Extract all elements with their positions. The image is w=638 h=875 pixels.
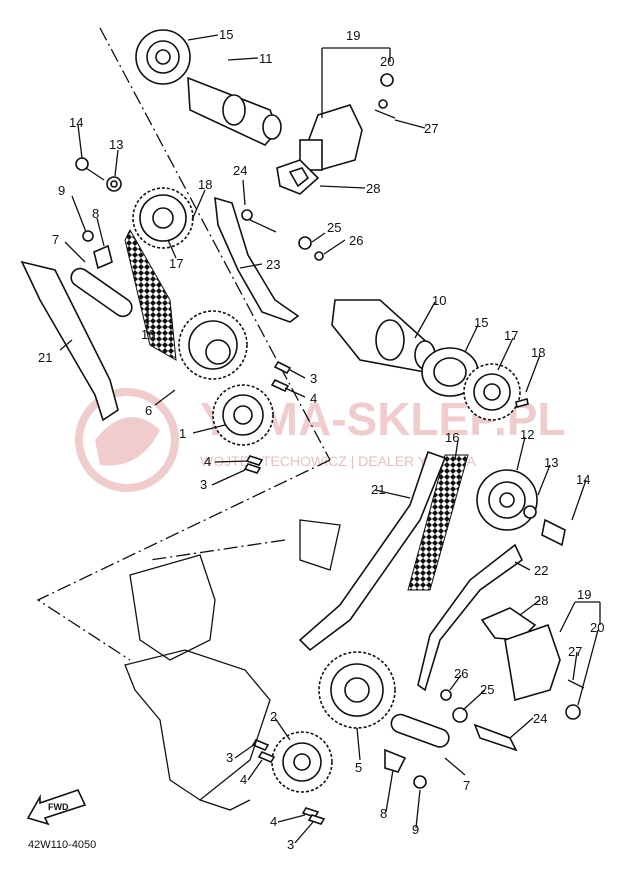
callout-22: 22 xyxy=(534,563,548,578)
callout-28: 28 xyxy=(366,181,380,196)
callout-23: 23 xyxy=(266,257,280,272)
idler-gear-lower xyxy=(251,731,333,825)
callout-21: 21 xyxy=(38,350,52,365)
callout-3: 3 xyxy=(200,477,207,492)
callout-19: 19 xyxy=(577,587,591,602)
chain-tensioner-upper xyxy=(299,73,396,171)
callout-4: 4 xyxy=(204,454,211,469)
chain-guide-right-upper xyxy=(214,196,324,323)
diagram-code: 42W110-4050 xyxy=(28,839,96,851)
callout-7: 7 xyxy=(463,778,470,793)
callout-27: 27 xyxy=(424,121,438,136)
crankcase-outline xyxy=(124,519,341,811)
drive-gear-lower xyxy=(318,651,396,729)
callout-28: 28 xyxy=(534,593,548,608)
callout-19: 19 xyxy=(346,28,360,43)
callout-4: 4 xyxy=(310,391,317,406)
callout-8: 8 xyxy=(380,806,387,821)
callout-16: 16 xyxy=(141,327,155,342)
camshaft-sprocket-rear xyxy=(421,347,479,397)
watermark-logo xyxy=(75,388,179,492)
callout-16: 16 xyxy=(445,430,459,445)
callout-13: 13 xyxy=(109,137,123,152)
camshaft-pulley-rear xyxy=(476,469,566,547)
chain-guide-right-rear xyxy=(417,543,524,692)
callout-6: 6 xyxy=(145,403,152,418)
callout-27: 27 xyxy=(568,644,582,659)
callout-9: 9 xyxy=(58,183,65,198)
sprocket-cam-rear xyxy=(463,363,529,421)
callout-labels: 15 11 19 20 27 28 14 13 9 8 7 18 24 25 2… xyxy=(38,27,604,852)
timing-chain-upper xyxy=(124,228,177,361)
callout-26: 26 xyxy=(454,666,468,681)
callout-18: 18 xyxy=(531,345,545,360)
watermark-subtitle: WOJTEK TECHOWICZ | DEALER YAMAHA xyxy=(200,453,477,469)
camshaft-sprocket-upper xyxy=(135,29,191,85)
callout-25: 25 xyxy=(480,682,494,697)
leader-lines xyxy=(59,34,601,844)
reference-lines xyxy=(36,27,331,661)
callout-26: 26 xyxy=(349,233,363,248)
callout-15: 15 xyxy=(219,27,233,42)
callout-24: 24 xyxy=(233,163,247,178)
callout-21: 21 xyxy=(371,482,385,497)
fwd-arrow-icon: FWD xyxy=(26,789,87,826)
callout-25: 25 xyxy=(327,220,341,235)
fwd-label: FWD xyxy=(48,802,69,812)
tensioner-gasket-upper xyxy=(276,159,320,195)
bolt-nut-rear xyxy=(440,689,518,752)
callout-20: 20 xyxy=(590,620,604,635)
camshaft-upper xyxy=(187,76,282,146)
timing-chain-rear xyxy=(407,454,469,591)
callout-3: 3 xyxy=(287,837,294,852)
camshaft-rear xyxy=(331,299,436,373)
callout-3: 3 xyxy=(226,750,233,765)
guide-pin-upper xyxy=(70,230,133,318)
callout-5: 5 xyxy=(355,760,362,775)
sprocket-cam-upper xyxy=(132,187,194,249)
chain-tensioner-rear xyxy=(480,607,585,720)
callout-9: 9 xyxy=(412,822,419,837)
callout-10: 10 xyxy=(432,293,446,308)
callout-17: 17 xyxy=(169,256,183,271)
guide-pin-lower xyxy=(384,713,450,789)
drive-gear-upper xyxy=(178,310,248,380)
callout-13: 13 xyxy=(544,455,558,470)
callout-2: 2 xyxy=(270,709,277,724)
callout-18: 18 xyxy=(198,177,212,192)
bolt-washer-upper xyxy=(75,157,122,192)
callout-4: 4 xyxy=(270,814,277,829)
chain-guide-left-rear xyxy=(298,450,447,652)
callout-4: 4 xyxy=(240,772,247,787)
idler-gear-upper xyxy=(212,360,292,474)
callout-1: 1 xyxy=(179,426,186,441)
callout-3: 3 xyxy=(310,371,317,386)
callout-15: 15 xyxy=(474,315,488,330)
callout-14: 14 xyxy=(576,472,590,487)
callout-24: 24 xyxy=(533,711,547,726)
callout-14: 14 xyxy=(69,115,83,130)
callout-20: 20 xyxy=(380,54,394,69)
callout-7: 7 xyxy=(52,232,59,247)
callout-17: 17 xyxy=(504,328,518,343)
callout-11: 11 xyxy=(259,51,273,66)
callout-12: 12 xyxy=(520,427,534,442)
callout-8: 8 xyxy=(92,206,99,221)
